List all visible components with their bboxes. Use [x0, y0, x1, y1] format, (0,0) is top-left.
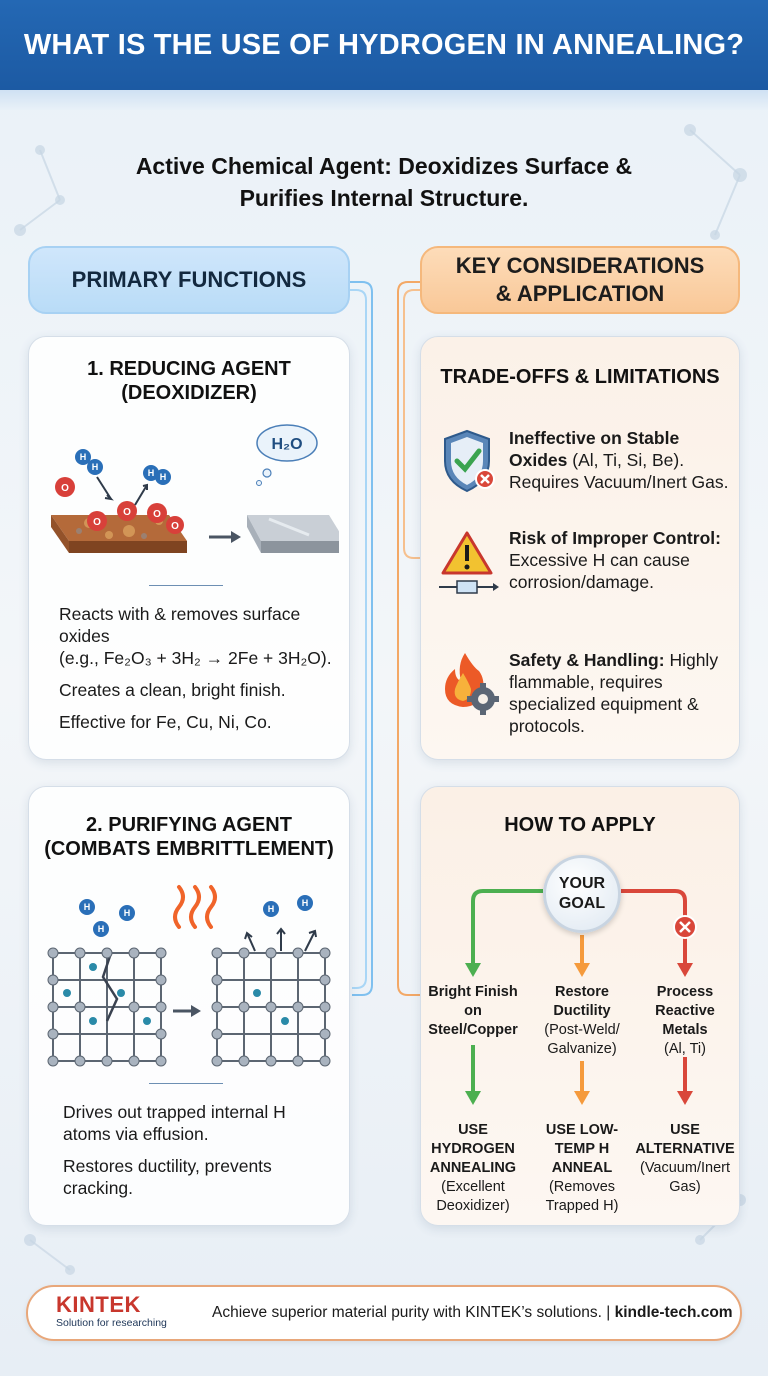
- tradeoff-item: Safety & Handling: Highly flammable, req…: [439, 649, 735, 736]
- purifying-agent-card: 2. PURIFYING AGENT (COMBATS EMBRITTLEMEN…: [28, 786, 350, 1226]
- reducing-agent-title: 1. REDUCING AGENT (DEOXIDIZER): [87, 358, 291, 404]
- use-hydrogen-annealing: USE HYDROGEN ANNEALING (Excellent Deoxid…: [429, 1122, 517, 1214]
- footer-message: Achieve superior material purity with KI…: [212, 1304, 733, 1321]
- your-goal-node: YOUR GOAL: [543, 855, 621, 933]
- crystal-lattice-cracked: [52, 952, 162, 1062]
- water-label: H₂O: [271, 436, 302, 453]
- hydrogen-label: H: [148, 468, 155, 478]
- oxide-reduction-illustration: O O O O O H H H H: [51, 424, 339, 553]
- hydrogen-label: H: [124, 908, 131, 918]
- subtitle: Active Chemical Agent: Deoxidizes Surfac…: [84, 150, 684, 214]
- subtitle-line-2: Purifies Internal Structure.: [239, 185, 529, 211]
- subtitle-line-1: Active Chemical Agent: Deoxidizes Surfac…: [135, 153, 633, 179]
- footer-banner: KINTEK Solution for researching Achieve …: [26, 1285, 742, 1341]
- hydrogen-label: H: [98, 924, 105, 934]
- decision-flow-arrows: [465, 889, 697, 1105]
- purifying-agent-description: Drives out trapped internal H atoms via …: [63, 1102, 286, 1198]
- use-alternative: USE ALTERNATIVE (Vacuum/Inert Gas): [635, 1122, 735, 1195]
- key-considerations-heading: KEY CONSIDERATIONS & APPLICATION: [420, 246, 740, 314]
- tradeoff-item: Risk of Improper Control: Excessive H ca…: [439, 527, 735, 605]
- header-strip: [0, 90, 768, 110]
- hydrogen-label: H: [302, 898, 309, 908]
- hydrogen-atoms: [75, 449, 171, 485]
- hydrogen-label: H: [92, 462, 99, 472]
- warning-triangle-icon: [439, 531, 499, 594]
- flame-gear-icon: [445, 653, 499, 715]
- oxygen-label: O: [61, 483, 69, 494]
- hydrogen-label: H: [80, 452, 87, 462]
- hydrogen-label: H: [160, 472, 167, 482]
- divider: [149, 1083, 223, 1084]
- oxygen-label: O: [123, 507, 131, 518]
- header-banner: WHAT IS THE USE OF HYDROGEN IN ANNEALING…: [0, 0, 768, 90]
- goal-restore-ductility: Restore Ductility (Post-Weld/ Galvanize): [544, 984, 620, 1057]
- oxygen-atoms: [55, 477, 184, 534]
- heat-icon: [173, 885, 217, 929]
- how-to-apply-title: HOW TO APPLY: [504, 814, 656, 836]
- kintek-logo: KINTEK Solution for researching: [56, 1293, 196, 1337]
- lattice-effusion-illustration: H H H H H: [47, 885, 331, 1067]
- how-to-apply-card: HOW TO APPLY YOUR GOAL Bright Finish on …: [420, 786, 740, 1226]
- use-low-temp-anneal: USE LOW-TEMP H ANNEAL (Removes Trapped H…: [545, 1122, 619, 1214]
- goal-reactive-metals: Process Reactive Metals (Al, Ti): [655, 984, 715, 1057]
- tradeoff-item: Ineffective on Stable Oxides (Al, Ti, Si…: [439, 427, 735, 505]
- tradeoffs-title: TRADE-OFFS & LIMITATIONS: [440, 366, 720, 388]
- divider: [149, 585, 223, 586]
- oxygen-label: O: [153, 509, 161, 520]
- website-link[interactable]: kindle-tech.com: [614, 1304, 733, 1321]
- arrow-right-icon: [209, 531, 241, 543]
- hydrogen-label: H: [84, 902, 91, 912]
- hydrogen-label: H: [268, 904, 275, 914]
- water-vapor-cloud-icon: [256, 424, 318, 486]
- purifying-agent-title: 2. PURIFYING AGENT (COMBATS EMBRITTLEMEN…: [44, 814, 334, 860]
- logo-name: KINTEK: [56, 1292, 141, 1317]
- logo-tagline: Solution for researching: [56, 1317, 167, 1329]
- shield-check-icon: [444, 429, 495, 493]
- tradeoffs-card: TRADE-OFFS & LIMITATIONS Ineffective on …: [420, 336, 740, 760]
- page-title: WHAT IS THE USE OF HYDROGEN IN ANNEALING…: [23, 28, 745, 61]
- goal-bright-finish: Bright Finish on Steel/Copper: [428, 984, 518, 1038]
- reducing-agent-card: 1. REDUCING AGENT (DEOXIDIZER) O O O O O…: [28, 336, 350, 760]
- arrow-right-icon: [173, 1005, 201, 1017]
- primary-functions-heading: PRIMARY FUNCTIONS: [28, 246, 350, 314]
- oxygen-label: O: [171, 521, 179, 532]
- oxygen-label: O: [93, 517, 101, 528]
- reducing-agent-description: Reacts with & removes surface oxides(e.g…: [59, 604, 332, 732]
